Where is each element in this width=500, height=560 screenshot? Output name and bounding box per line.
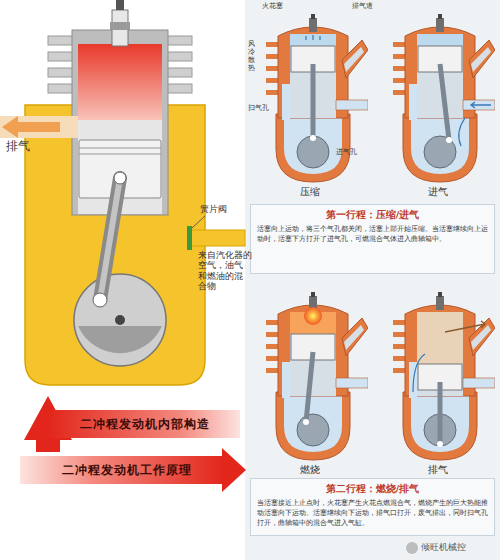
exhaust-flow-arrow [445,321,485,332]
spark-burst [304,307,322,325]
connecting-rod-highlight [100,178,120,300]
intake-engine [393,14,495,182]
engine-cutaway [393,292,495,460]
crank-pin [310,135,316,141]
compressed-mixture [290,34,336,46]
title-band: 二冲程发动机工作原理 [34,456,220,484]
crankcase [25,105,205,385]
part-label: 扫气孔 [248,104,278,112]
part-label: 排气 [6,140,46,154]
stage-label: 进气 [428,186,458,198]
engine-cutaway [266,14,368,182]
exhaust-engine [393,292,495,460]
intake-flow-arrow [459,118,465,146]
title-arrows [20,396,246,492]
stage-label: 排气 [428,464,458,476]
stroke-caption: 第一行程：压缩/进气活塞向上运动，将三个气孔都关闭，活塞上部开始压缩。当活塞继续… [250,204,495,274]
crank-pin [446,137,452,143]
cutaway-engine [0,0,245,385]
crank-pin [437,441,443,447]
crank-pin [303,419,309,425]
part-label: 排气道 [352,2,392,10]
compression-engine [266,14,368,182]
exhaust-gas [417,312,463,364]
title-band: 二冲程发动机内部构造 [52,410,238,438]
stage-label: 压缩 [300,186,330,198]
watermark: 倾旺机械控 [421,542,499,552]
caption-heading: 二冲程发动机工作原理 [62,462,192,479]
panel-background [245,0,500,560]
part-label: 进气孔 [336,148,366,156]
crank-pin [93,293,107,307]
caption-heading: 第二行程：燃烧/排气 [257,483,488,496]
stroke-caption: 第二行程：燃烧/排气当活塞接近上止点时，火花塞产生火花点燃混合气，燃烧产生的巨大… [250,478,495,536]
connecting-rod [100,178,120,300]
crankshaft [74,274,166,366]
title-band [48,410,240,438]
pressure-arrows [306,35,320,40]
compressed-mixture [417,34,463,46]
engine-cutaway [266,292,368,460]
caption-heading: 二冲程发动机内部构造 [80,416,210,433]
scavenge-flow-arrow [413,354,425,392]
title-band [20,456,225,484]
stage-label: 燃烧 [300,464,330,476]
spark-plug-nut [110,22,130,30]
engine-cutaway [393,14,495,182]
connecting-rod [311,64,316,138]
part-label: 来自汽化器的 空气，油气 和燃油的混 合物 [198,250,254,291]
intake-flow-arrow [471,102,491,108]
exhaust-arrow [2,116,60,138]
part-label: 风冷 散热 [248,40,257,72]
spark-plug-terminal [116,0,124,10]
reed-valve [187,226,192,250]
counterweight [78,326,162,353]
part-label: 簧片阀 [200,204,244,214]
exhaust-port [0,116,78,138]
connecting-rod [440,64,449,140]
part-label: 火花塞 [262,2,302,10]
connecting-rod [438,382,443,444]
caption-heading: 第一行程：压缩/进气 [257,209,488,222]
leader-line [192,216,205,228]
caption-body: 活塞向上运动，将三个气孔都关闭，活塞上部开始压缩。当活塞继续向上运动时，活塞下方… [257,225,488,245]
combustion-chamber [78,44,162,120]
piston-pin [114,172,126,184]
intake-pipe [190,230,245,246]
piston-ring [79,148,161,149]
right-arrow [222,448,246,492]
crank-axle [115,315,125,325]
caption-body: 当活塞接近上止点时，火花塞产生火花点燃混合气，燃烧产生的巨大热能推动活塞向下运动… [257,499,488,528]
connecting-rod [306,352,313,422]
piston-ring [79,154,161,155]
combustion-engine [266,292,368,460]
watermark-icon [406,542,418,554]
